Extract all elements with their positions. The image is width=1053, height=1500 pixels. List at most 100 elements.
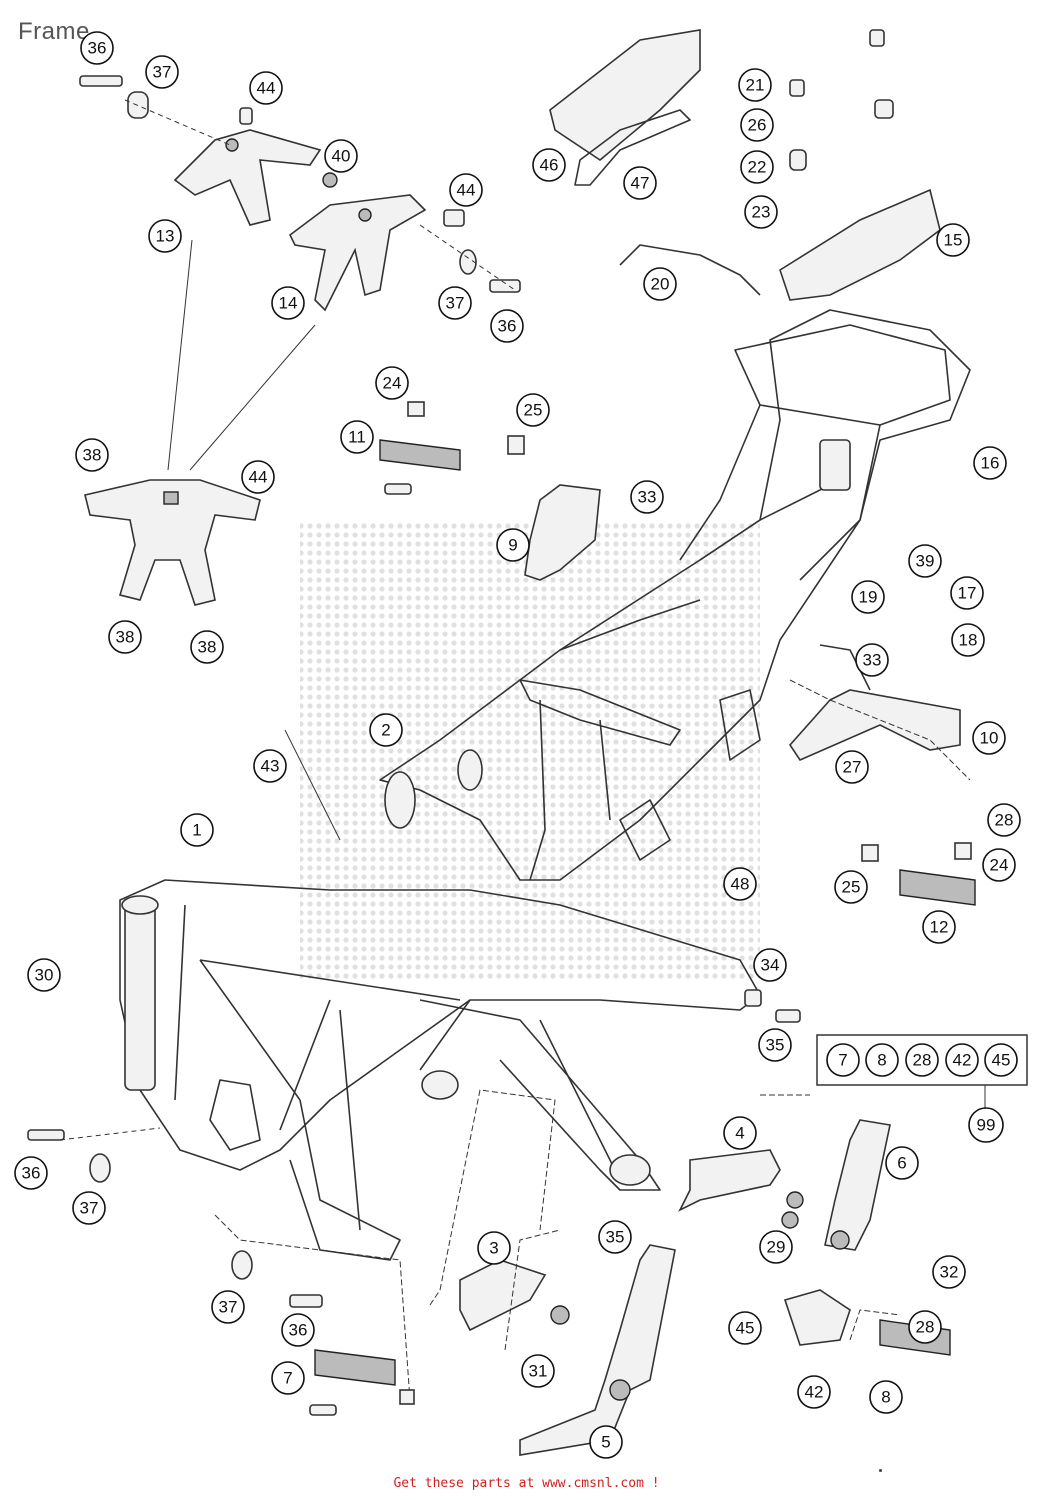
source-footer[interactable]: Get these parts at www.cmsnl.com ! — [393, 1476, 660, 1491]
kit-part-8: 8 — [865, 1043, 899, 1077]
callout-28: 28 — [987, 803, 1021, 837]
callout-16: 16 — [973, 446, 1007, 480]
callout-6: 6 — [885, 1146, 919, 1180]
callout-label: 23 — [752, 203, 771, 222]
carrier-15 — [779, 29, 941, 301]
callout-label: 47 — [631, 174, 650, 193]
callout-43: 43 — [253, 749, 287, 783]
callout-33-2: 33 — [855, 643, 889, 677]
callout-label: 25 — [842, 878, 861, 897]
callout-24-2: 24 — [982, 848, 1016, 882]
bracket-13 — [173, 129, 322, 226]
callout-label: 4 — [735, 1124, 744, 1143]
callout-label: 10 — [980, 729, 999, 748]
callout-label: 6 — [897, 1154, 906, 1173]
callout-35-2: 35 — [598, 1220, 632, 1254]
callout-28-2: 28 — [908, 1310, 942, 1344]
callout-label: 7 — [283, 1369, 292, 1388]
callout-42: 42 — [797, 1375, 831, 1409]
callout-46: 46 — [532, 148, 566, 182]
callout-7: 7 — [271, 1361, 305, 1395]
callout-38: 38 — [75, 438, 109, 472]
callout-20: 20 — [643, 267, 677, 301]
callout-label: 27 — [843, 758, 862, 777]
callout-25: 25 — [516, 393, 550, 427]
callout-label: 36 — [498, 317, 517, 336]
callout-11: 11 — [340, 420, 374, 454]
callout-label: 28 — [995, 811, 1014, 830]
callout-27: 27 — [835, 750, 869, 784]
callout-label: 33 — [863, 651, 882, 670]
callout-21: 21 — [738, 68, 772, 102]
callout-label: 38 — [198, 638, 217, 657]
callout-label: 36 — [289, 1321, 308, 1340]
callout-37-2: 37 — [438, 286, 472, 320]
callout-label: 11 — [348, 428, 366, 447]
callout-39: 39 — [908, 544, 942, 578]
callout-label: 14 — [279, 294, 298, 313]
callout-5: 5 — [589, 1425, 623, 1459]
kit-number-label: 99 — [977, 1116, 996, 1135]
callout-13: 13 — [148, 219, 182, 253]
kit-part-42: 42 — [945, 1043, 979, 1077]
callout-label: 13 — [156, 227, 175, 246]
cable-20 — [619, 244, 761, 296]
callout-label: 36 — [22, 1164, 41, 1183]
footpeg-6 — [824, 1119, 891, 1251]
callout-label: 33 — [638, 488, 657, 507]
watermark — [300, 520, 760, 980]
callout-label: 5 — [601, 1433, 610, 1452]
callout-label: 44 — [249, 468, 268, 487]
callout-48: 48 — [723, 867, 757, 901]
callout-36-3: 36 — [14, 1156, 48, 1190]
kit-box — [816, 1034, 1028, 1086]
callout-label: 28 — [916, 1318, 935, 1337]
callout-label: 39 — [916, 552, 935, 571]
callout-label: 21 — [746, 76, 765, 95]
callout-label: 32 — [940, 1263, 959, 1282]
callout-label: 38 — [83, 446, 102, 465]
callout-9: 9 — [496, 528, 530, 562]
kit-part-7: 7 — [826, 1043, 860, 1077]
kit-part-label: 8 — [877, 1051, 886, 1070]
seat-lock-plate-46 — [549, 29, 701, 186]
bracket-10 — [788, 644, 961, 762]
footrest-12 — [861, 842, 976, 906]
callout-25-2: 25 — [834, 870, 868, 904]
diagram-title: Frame — [18, 18, 90, 45]
footpeg-5 — [519, 1244, 676, 1456]
callout-label: 29 — [767, 1238, 786, 1257]
callout-label: 35 — [606, 1228, 625, 1247]
callout-23: 23 — [744, 195, 778, 229]
callout-label: 37 — [219, 1298, 238, 1317]
callout-24: 24 — [375, 366, 409, 400]
callout-1: 1 — [180, 813, 214, 847]
rear-subframe — [379, 309, 971, 881]
callout-label: 19 — [859, 588, 878, 607]
callout-label: 31 — [529, 1362, 548, 1381]
bracket-4 — [678, 1149, 804, 1229]
callout-label: 36 — [88, 39, 107, 58]
callout-label: 37 — [446, 294, 465, 313]
callout-label: 12 — [930, 918, 949, 937]
callout-label: 34 — [761, 956, 780, 975]
callout-26: 26 — [740, 108, 774, 142]
hardware — [27, 75, 882, 1472]
callout-36-4: 36 — [281, 1313, 315, 1347]
callout-label: 35 — [766, 1036, 785, 1055]
callout-4: 4 — [723, 1116, 757, 1150]
callout-label: 26 — [748, 116, 767, 135]
callout-label: 42 — [805, 1383, 824, 1402]
callout-10: 10 — [972, 721, 1006, 755]
callout-47: 47 — [623, 166, 657, 200]
callout-label: 3 — [489, 1239, 498, 1258]
callout-8: 8 — [869, 1380, 903, 1414]
callout-35: 35 — [758, 1028, 792, 1062]
callout-17: 17 — [950, 576, 984, 610]
callout-38-3: 38 — [190, 630, 224, 664]
callout-36-2: 36 — [490, 309, 524, 343]
callout-34: 34 — [753, 948, 787, 982]
callout-44-3: 44 — [241, 460, 275, 494]
callout-label: 1 — [192, 821, 201, 840]
